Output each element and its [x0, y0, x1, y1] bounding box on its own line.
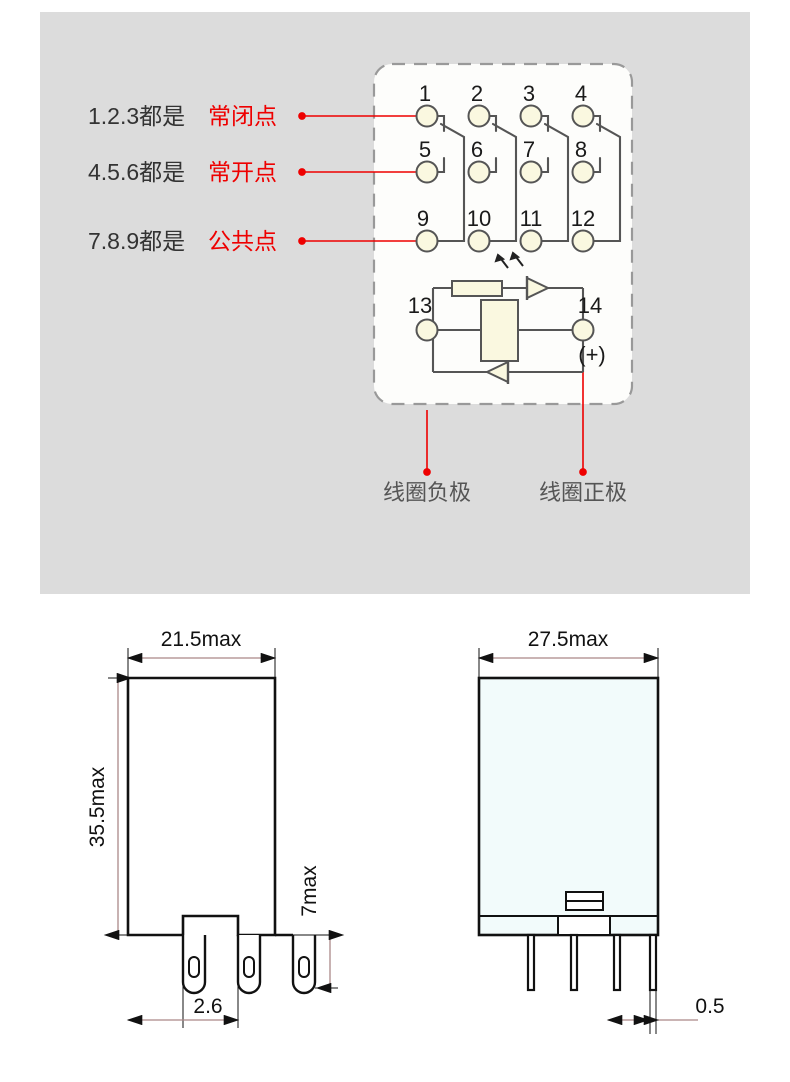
annotation-nc-prefix: 1.2.3都是 [88, 103, 185, 129]
terminal-7 [519, 160, 543, 184]
annotation-nc-highlight: 常闭点 [208, 103, 277, 129]
diode-icon [484, 360, 510, 384]
side-view-detail-rect [565, 891, 604, 911]
front-view-width-label: 21.5max [161, 628, 242, 651]
terminal-3 [519, 104, 543, 128]
side-view-base-center [557, 915, 611, 936]
side-view-drawing: 27.5max 0.5 [477, 628, 725, 1034]
front-view-pin-holes [188, 956, 310, 978]
terminal-8 [571, 160, 595, 184]
terminal-label-12: 12 [571, 206, 595, 231]
annotation-no-prefix: 4.5.6都是 [88, 159, 185, 185]
terminal-label-1: 1 [419, 81, 431, 106]
annotation-no-highlight: 常开点 [208, 159, 277, 185]
terminal-label-10: 10 [467, 206, 491, 231]
terminal-14-polarity: (+) [578, 342, 606, 367]
resistor-icon [451, 280, 503, 297]
annotation-leaders [298, 112, 587, 476]
terminal-1 [415, 104, 439, 128]
coil-negative-label: 线圈负极 [383, 480, 471, 505]
coil-box-icon [480, 299, 519, 362]
terminal-label-14: 14 [578, 293, 602, 318]
front-view-pinwidth-label: 2.6 [193, 995, 222, 1018]
terminal-label-4: 4 [575, 81, 587, 106]
side-pin-3 [612, 933, 622, 992]
coil-callout-labels: 线圈负极 线圈正极 [383, 480, 627, 505]
terminal-14 [571, 318, 595, 342]
front-view-drawing: 21.5max 35.5max 7max 2.6 [86, 628, 345, 1028]
terminal-5 [415, 160, 439, 184]
terminal-label-9: 9 [417, 206, 429, 231]
terminal-label-5: 5 [419, 137, 431, 162]
side-view-pins [526, 933, 658, 992]
terminal-13 [415, 318, 439, 342]
side-view-pinthk-label: 0.5 [695, 995, 724, 1018]
terminals [415, 104, 595, 342]
terminal-12 [571, 229, 595, 253]
coil-positive-label: 线圈正极 [539, 480, 627, 505]
terminal-label-7: 7 [523, 137, 535, 162]
terminal-2 [467, 104, 491, 128]
terminal-4 [571, 104, 595, 128]
side-view-width-label: 27.5max [528, 628, 609, 651]
terminal-10 [467, 229, 491, 253]
annotation-texts: 1.2.3都是 常闭点 4.5.6都是 常开点 7.8.9都是 公共点 [88, 103, 277, 254]
mechanical-drawings-svg: 21.5max 35.5max 7max 2.6 [86, 628, 725, 1034]
terminal-label-2: 2 [471, 81, 483, 106]
front-view-height-label: 35.5max [86, 766, 109, 847]
schematic-svg: 1 2 3 4 5 6 7 8 9 10 11 12 13 14 (+) 1.2… [88, 62, 634, 505]
side-pin-4 [648, 933, 658, 992]
terminal-label-11: 11 [520, 206, 543, 231]
terminal-11 [519, 229, 543, 253]
annotation-common-prefix: 7.8.9都是 [88, 228, 185, 254]
front-view-pinlen-label: 7max [298, 865, 321, 917]
terminal-label-13: 13 [408, 293, 432, 318]
terminal-label-8: 8 [575, 137, 587, 162]
terminal-6 [467, 160, 491, 184]
terminal-9 [415, 229, 439, 253]
terminal-label-6: 6 [471, 137, 483, 162]
terminal-labels: 1 2 3 4 5 6 7 8 9 10 11 12 13 14 (+) [408, 81, 606, 367]
front-view-body [126, 676, 277, 937]
side-pin-1 [526, 933, 536, 992]
terminal-label-3: 3 [523, 81, 535, 106]
side-pin-2 [569, 933, 579, 992]
led-icon [494, 251, 551, 300]
annotation-common-highlight: 公共点 [208, 228, 277, 254]
